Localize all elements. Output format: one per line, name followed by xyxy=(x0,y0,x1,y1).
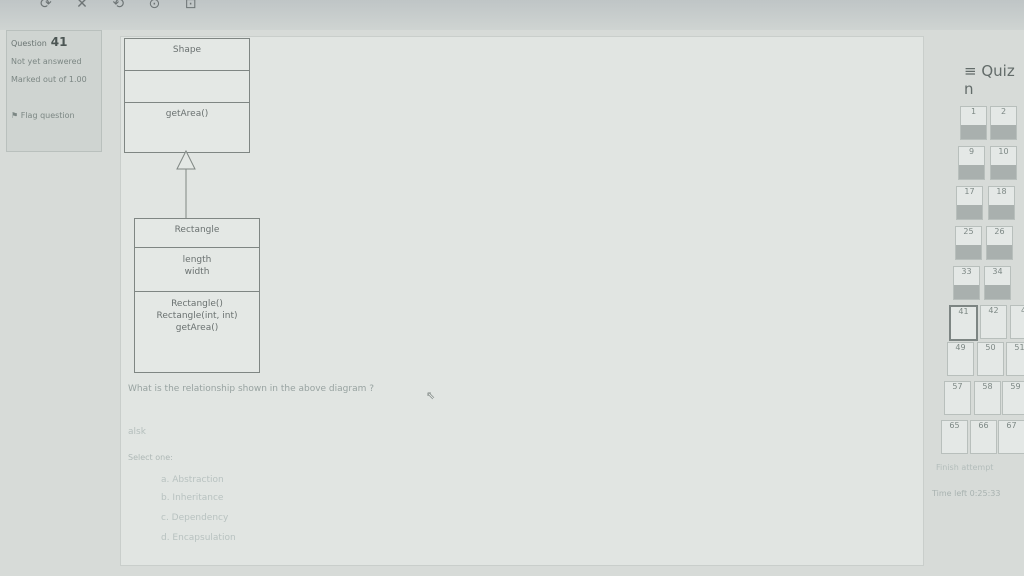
nav-label-67: 67 xyxy=(1006,421,1017,430)
nav-button-58[interactable]: 58 xyxy=(974,381,1001,415)
nav-label-18: 18 xyxy=(996,187,1007,196)
nav-label-57: 57 xyxy=(952,382,963,391)
menu-icon: ≡ xyxy=(964,62,977,80)
nav-button-65[interactable]: 65 xyxy=(941,420,968,454)
uml-method-getarea: getArea() xyxy=(175,323,219,333)
option-c[interactable]: c. Dependency xyxy=(161,513,228,523)
nav-button-49[interactable]: 49 xyxy=(947,342,974,376)
nav-label-42: 42 xyxy=(988,306,999,315)
uml-child-methods: Rectangle() Rectangle(int, int) getArea(… xyxy=(135,292,259,368)
question-content-area: Shape getArea() Rectangle length width R… xyxy=(120,36,924,566)
nav-label-51: 51 xyxy=(1014,343,1024,352)
inheritance-arrow xyxy=(176,149,196,219)
option-b[interactable]: b. Inheritance xyxy=(161,493,223,503)
nav-label-49: 49 xyxy=(955,343,966,352)
option-a[interactable]: a. Abstraction xyxy=(161,475,224,485)
nav-label-50: 50 xyxy=(985,343,996,352)
uml-attr-width: width xyxy=(184,267,210,277)
flag-icon: ⚑ xyxy=(11,111,19,120)
nav-label-66: 66 xyxy=(978,421,989,430)
nav-button-33[interactable]: 33 xyxy=(953,266,980,300)
option-d[interactable]: d. Encapsulation xyxy=(161,533,236,543)
option-c-label: c. Dependency xyxy=(161,513,229,523)
nav-button-34[interactable]: 34 xyxy=(984,266,1011,300)
nav-label-26: 26 xyxy=(994,227,1005,236)
nav-label-25: 25 xyxy=(963,227,974,236)
nav-label-34: 34 xyxy=(992,267,1003,276)
question-label: Question xyxy=(11,39,47,48)
quiz-navigation-title: ≡ Quiz n xyxy=(964,62,1024,98)
nav-button-10[interactable]: 10 xyxy=(990,146,1017,180)
nav-label-43: 4 xyxy=(1020,306,1024,315)
option-d-label: d. Encapsulation xyxy=(161,533,236,543)
question-text: What is the relationship shown in the ab… xyxy=(128,384,374,394)
nav-button-2[interactable]: 2 xyxy=(990,106,1017,140)
question-number-value: 41 xyxy=(50,35,68,49)
status-text: Not yet answered xyxy=(11,57,82,66)
nav-label-58: 58 xyxy=(982,382,993,391)
uml-parent-attributes xyxy=(125,71,249,103)
nav-button-25[interactable]: 25 xyxy=(955,226,982,260)
marked-text: Marked out of 1.00 xyxy=(11,75,87,84)
nav-button-59[interactable]: 59 xyxy=(1002,381,1024,415)
nav-label-17: 17 xyxy=(964,187,975,196)
nav-button-41-current[interactable]: 41 xyxy=(949,305,978,341)
uml-child-attributes: length width xyxy=(135,248,259,292)
nav-button-57[interactable]: 57 xyxy=(944,381,971,415)
nav-button-1[interactable]: 1 xyxy=(960,106,987,140)
time-left: Time left 0:25:33 xyxy=(932,489,1001,498)
nav-button-51[interactable]: 51 xyxy=(1006,342,1024,376)
uml-method-constructor-args: Rectangle(int, int) xyxy=(156,311,238,321)
nav-button-43[interactable]: 4 xyxy=(1010,305,1024,339)
nav-button-18[interactable]: 18 xyxy=(988,186,1015,220)
blurred-text: alsk xyxy=(128,427,146,437)
nav-button-17[interactable]: 17 xyxy=(956,186,983,220)
nav-button-50[interactable]: 50 xyxy=(977,342,1004,376)
nav-label-9: 9 xyxy=(968,147,975,156)
nav-label-33: 33 xyxy=(961,267,972,276)
select-one-label: Select one: xyxy=(128,453,173,462)
mouse-cursor: ⇖ xyxy=(426,389,436,402)
uml-attr-length: length xyxy=(182,255,212,265)
flag-label: Flag question xyxy=(20,111,75,120)
uml-parent-name: Shape xyxy=(125,39,249,71)
option-b-label: b. Inheritance xyxy=(161,493,224,503)
uml-parent-class: Shape getArea() xyxy=(124,38,250,153)
nav-label-65: 65 xyxy=(949,421,960,430)
uml-method-constructor: Rectangle() xyxy=(171,299,223,309)
finish-attempt-link[interactable]: Finish attempt xyxy=(936,463,994,472)
nav-label-59: 59 xyxy=(1010,382,1021,391)
option-a-label: a. Abstraction xyxy=(161,475,224,485)
nav-label-41: 41 xyxy=(958,307,969,316)
nav-label-2: 2 xyxy=(1000,107,1007,116)
nav-label-1: 1 xyxy=(970,107,977,116)
nav-button-42[interactable]: 42 xyxy=(980,305,1007,339)
uml-child-class: Rectangle length width Rectangle() Recta… xyxy=(134,218,260,373)
nav-label-10: 10 xyxy=(998,147,1009,156)
browser-toolbar: ⟳ ✕ ⟲ ⊙ ⊡ xyxy=(0,0,1024,30)
flag-question-link[interactable]: ⚑ Flag question xyxy=(11,111,75,120)
toolbar-icons: ⟳ ✕ ⟲ ⊙ ⊡ xyxy=(40,0,207,12)
uml-child-name: Rectangle xyxy=(135,219,259,248)
nav-button-66[interactable]: 66 xyxy=(970,420,997,454)
nav-button-67[interactable]: 67 xyxy=(998,420,1024,454)
uml-parent-method: getArea() xyxy=(165,109,209,119)
nav-button-9[interactable]: 9 xyxy=(958,146,985,180)
quiz-nav-label: Quiz n xyxy=(964,62,1015,98)
nav-button-26[interactable]: 26 xyxy=(986,226,1013,260)
